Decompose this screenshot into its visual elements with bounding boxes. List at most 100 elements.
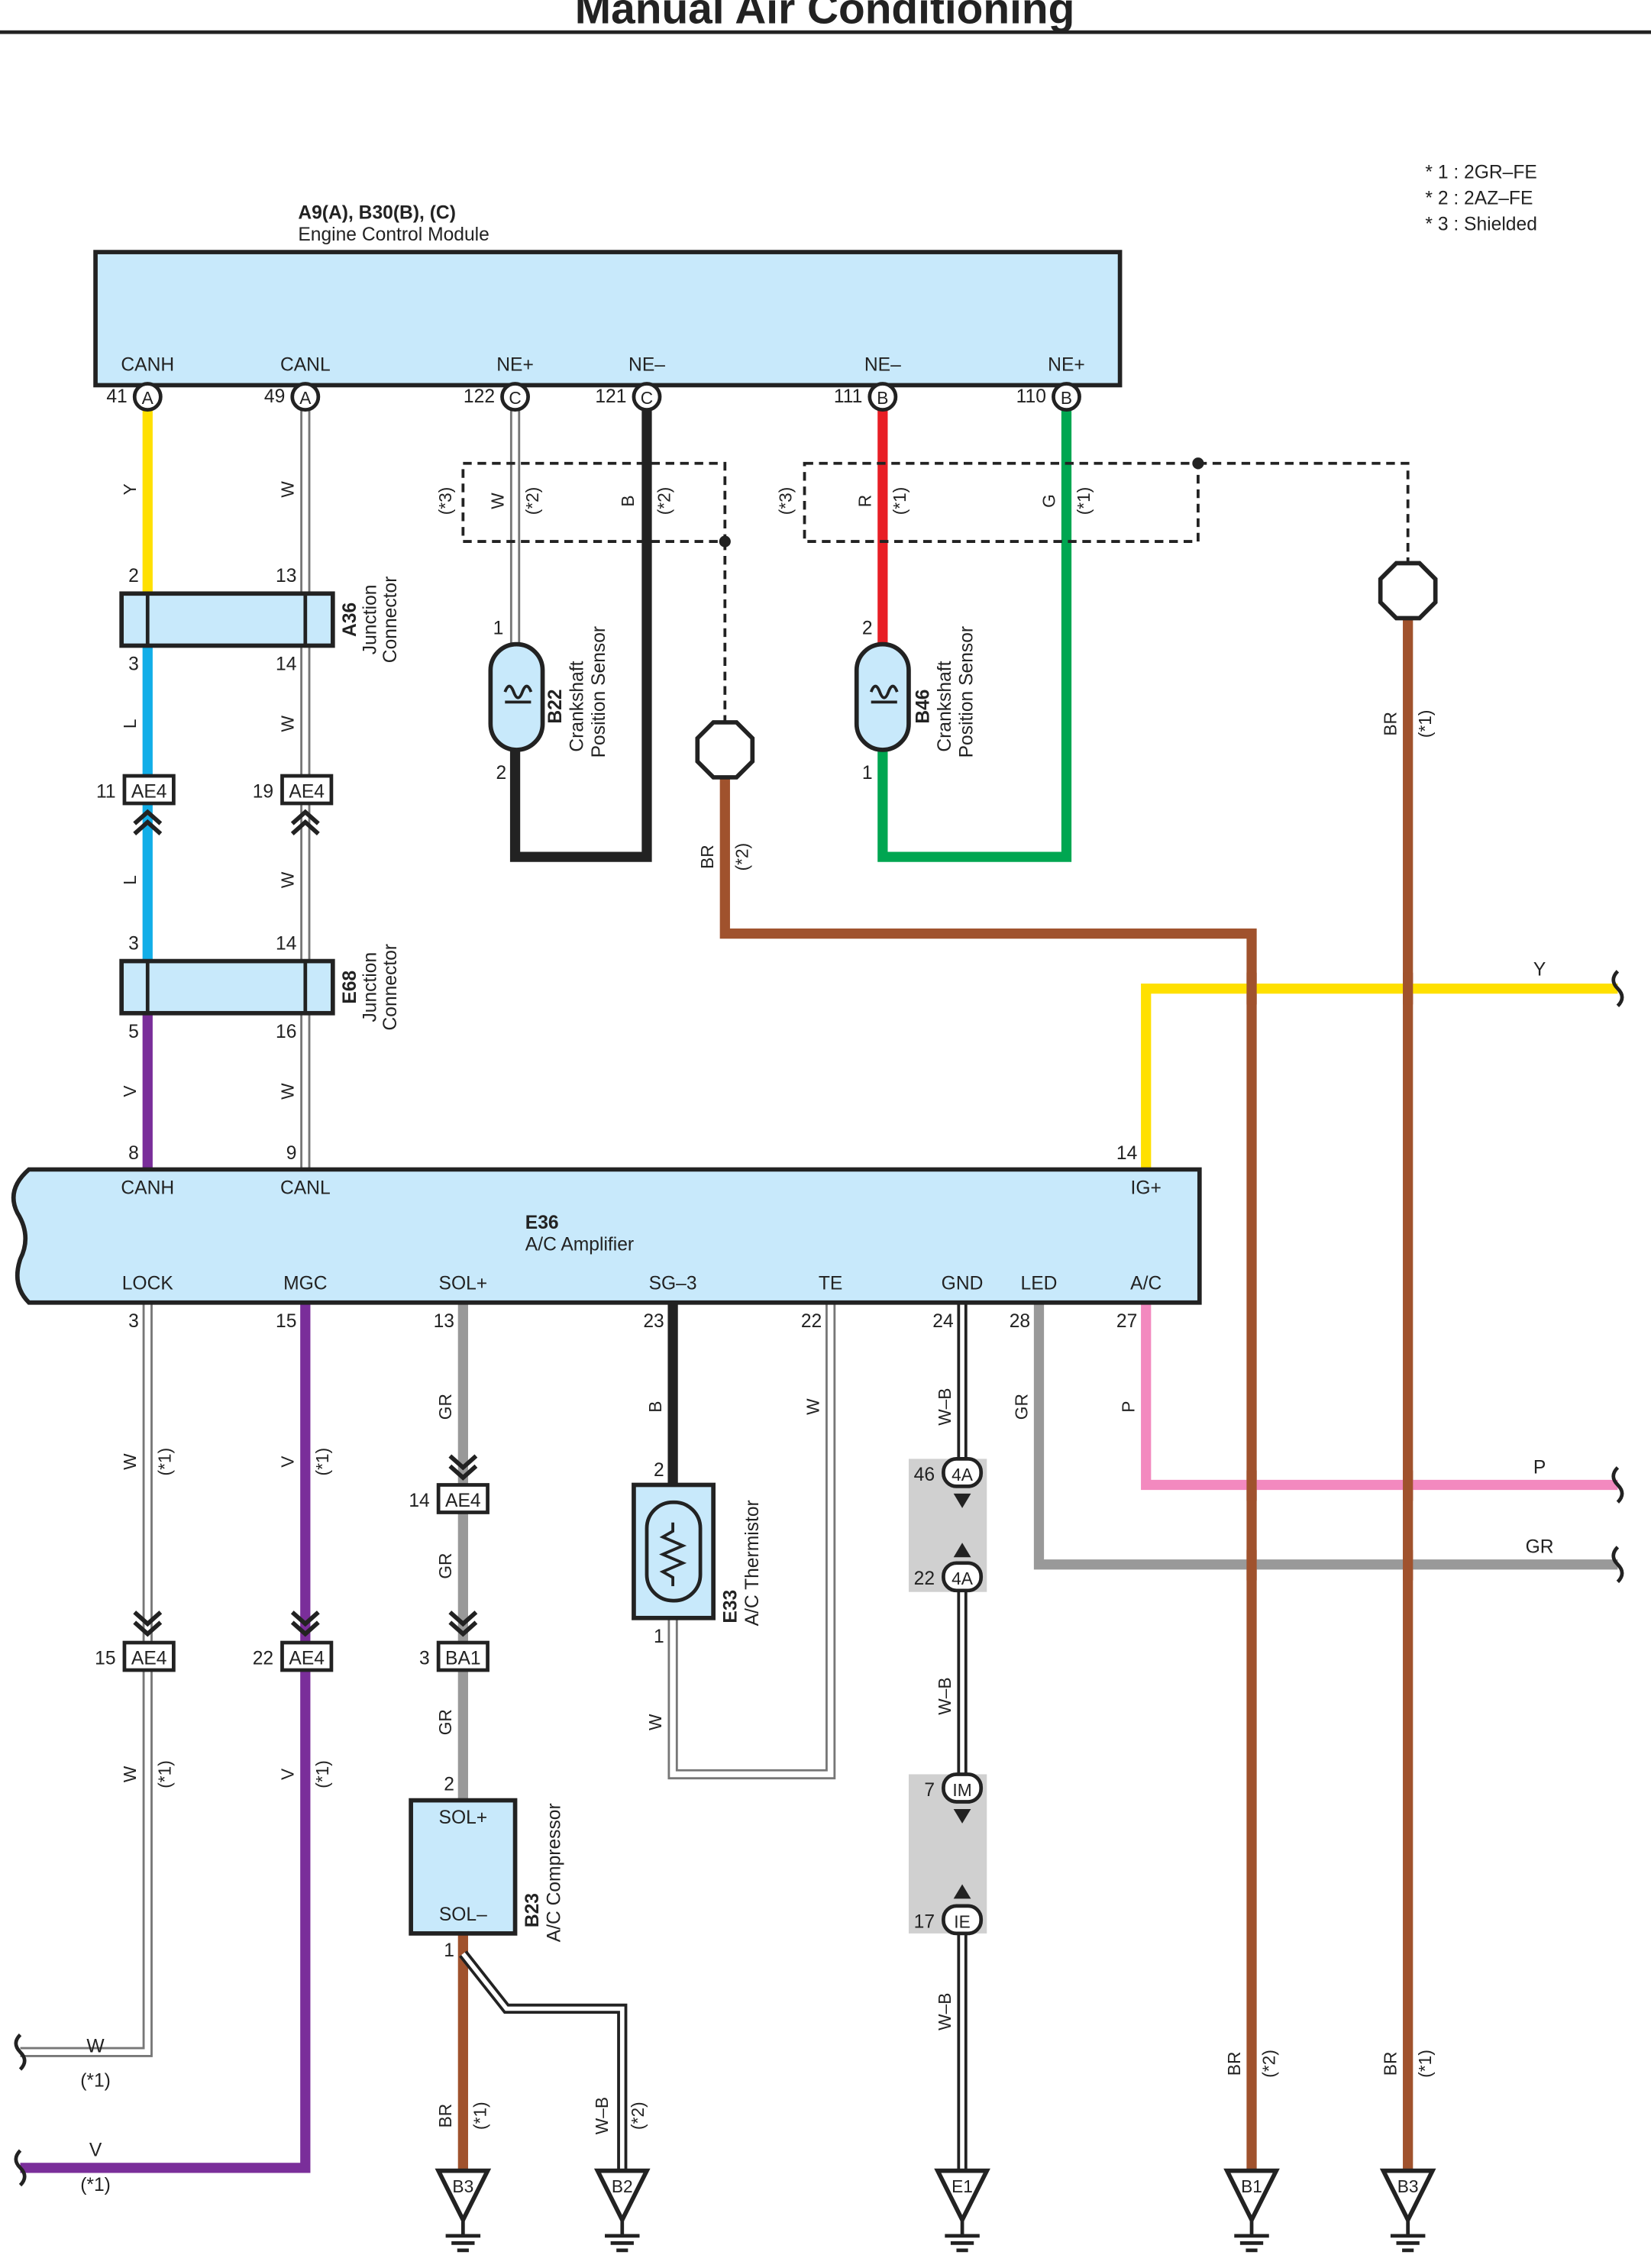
connector-ae4-11-id: AE4 [131, 781, 167, 802]
break-left-w [14, 2033, 27, 2071]
ecm-pin-num-110: 110 [1016, 386, 1046, 407]
note-3: * 3 : Shielded [1425, 215, 1537, 235]
wire-label-mark1-w-left: (*1) [80, 2071, 111, 2092]
ecm-pin-num-122: 122 [464, 386, 495, 407]
amp-pin-num-28: 28 [1010, 1311, 1030, 1332]
connector-ae4-22-id: AE4 [289, 1648, 325, 1669]
b23-name: A/C Compressor [544, 1803, 564, 1942]
wire-label-mark1-v-left: (*1) [80, 2175, 111, 2195]
connector-ae4-11-num: 11 [96, 781, 116, 802]
ground-b3-left: B3 [438, 2171, 487, 2250]
ecm-pin-label-canh: CANH [121, 354, 174, 375]
connector-ae4-19: AE4 19 [253, 774, 334, 834]
amp-pin-num-8: 8 [128, 1143, 139, 1164]
sensor-b46: 2 1 B46 Crankshaft Position Sensor [854, 618, 977, 783]
arrow-im-down [953, 1808, 971, 1824]
e68-pin-16: 16 [276, 1022, 296, 1042]
ecm-pin-circle-122: C [500, 382, 530, 412]
e33-pin-1: 1 [654, 1627, 664, 1647]
connector-ae4-14: AE4 14 [409, 1456, 489, 1514]
wire-label-br-shield1: BR [697, 845, 717, 869]
arrow-4a-down [953, 1493, 971, 1508]
arrow-4a-up [953, 1543, 971, 1558]
wire-te-white [667, 1302, 836, 1780]
wire-label-gr-led: GR [1011, 1394, 1031, 1420]
sensor-b22: 1 2 B22 Crankshaft Position Sensor [488, 618, 609, 783]
wire-label-br-b3r: BR [1381, 2052, 1401, 2076]
wire-lock-white [20, 1302, 153, 2057]
b23-pin-top: 2 [444, 1774, 454, 1795]
connector-ae4-22: AE4 22 [253, 1612, 334, 1672]
shield-box-b46 [803, 461, 1200, 543]
a36-pin-14: 14 [276, 654, 296, 675]
wire-label-v-1: V [120, 1085, 140, 1097]
amp-pin-num-23: 23 [643, 1311, 664, 1332]
ecm-box [93, 250, 1123, 388]
connector-4a-46-id: 4A [952, 1465, 974, 1485]
shield-octagon-b46 [1381, 563, 1436, 618]
amp-code: E36 [525, 1213, 559, 1233]
note-1: * 1 : 2GR–FE [1425, 162, 1536, 183]
wire-label-r: R [855, 495, 875, 507]
wire-label-l-1: L [120, 719, 140, 729]
e33-code: E33 [720, 1590, 741, 1623]
amp-pin-label-ac: A/C [1130, 1274, 1162, 1294]
connector-4a-22-id: 4A [952, 1569, 974, 1588]
wire-label-wb-1: W–B [935, 1388, 955, 1426]
e68-pin-14: 14 [276, 933, 296, 954]
connector-ae4-11: AE4 11 [96, 774, 176, 834]
ecm-pin-circle-121: C [632, 382, 662, 412]
shield-dot-b46 [1192, 457, 1204, 470]
shield-line-b46 [1197, 461, 1410, 565]
wire-label-w-te-2: W [645, 1714, 665, 1730]
connector-ae4-15-num: 15 [95, 1648, 115, 1669]
e33-pin-2: 2 [654, 1460, 664, 1481]
amp-pin-label-ig: IG+ [1131, 1178, 1162, 1199]
wire-label-y-right: Y [1533, 960, 1546, 981]
amp-pin-num-3: 3 [128, 1311, 139, 1332]
wire-ne-plus-110-green [877, 408, 1072, 862]
wire-label-mark1-lock: (*1) [155, 1448, 175, 1476]
wire-label-w-canl-1: W [278, 481, 298, 498]
connector-ae4-15-id: AE4 [131, 1648, 167, 1669]
e68-pin-5: 5 [128, 1022, 139, 1042]
wire-label-g: G [1039, 494, 1058, 508]
connector-4a-46: 4A 46 [914, 1457, 984, 1488]
a36-pin-3: 3 [128, 654, 139, 675]
wire-label-w-ne: W [487, 493, 507, 509]
ecm-pin-circle-111: B [868, 382, 898, 412]
wire-label-w-lock-2: W [120, 1766, 140, 1782]
amp-pin-num-27: 27 [1116, 1311, 1137, 1332]
wire-label-mark1-br-shield2: (*1) [1415, 710, 1435, 738]
arrow-ie-up [953, 1884, 971, 1899]
junction-a36: 2 13 3 14 A36 Junction Connector [119, 566, 401, 675]
amp-pin-num-14: 14 [1116, 1143, 1137, 1164]
wire-label-mark2-b1: (*2) [1258, 2050, 1278, 2078]
amp-pin-label-te: TE [819, 1274, 842, 1294]
e68-name2: Connector [380, 944, 401, 1031]
connector-ie-17-num: 17 [914, 1911, 935, 1932]
connector-ae4-22-num: 22 [253, 1648, 273, 1669]
ecm-code: A9(A), B30(B), (C) [298, 203, 456, 224]
connector-im-7-num: 7 [924, 1780, 935, 1801]
wire-label-br-shield2: BR [1381, 712, 1401, 736]
connector-ae4-19-id: AE4 [289, 781, 325, 802]
wire-mgc-purple [20, 1302, 311, 2173]
b22-name1: Crankshaft [567, 661, 588, 751]
connector-ba1-3-num: 3 [419, 1648, 430, 1669]
ecm-pin-num-121: 121 [595, 386, 626, 407]
amp-pin-label-led: LED [1021, 1274, 1058, 1294]
wire-label-gr-sol-2: GR [435, 1553, 455, 1579]
e68-pin-3: 3 [128, 933, 139, 954]
b22-pin-2: 2 [496, 763, 506, 783]
amp-name: A/C Amplifier [525, 1235, 634, 1255]
thermistor-e33: 2 1 E33 A/C Thermistor [632, 1460, 763, 1647]
connector-ie-17-id: IE [954, 1911, 970, 1931]
b46-name1: Crankshaft [935, 661, 955, 751]
wire-label-p-right: P [1533, 1457, 1546, 1478]
wire-label-mark1-mgc-2: (*1) [312, 1760, 332, 1788]
break-right-y [1611, 970, 1624, 1007]
wire-label-w-canl-4: W [278, 1083, 298, 1100]
notes-block: * 1 : 2GR–FE * 2 : 2AZ–FE * 3 : Shielded [1425, 162, 1537, 234]
connector-im-7: IM 7 [924, 1772, 984, 1804]
